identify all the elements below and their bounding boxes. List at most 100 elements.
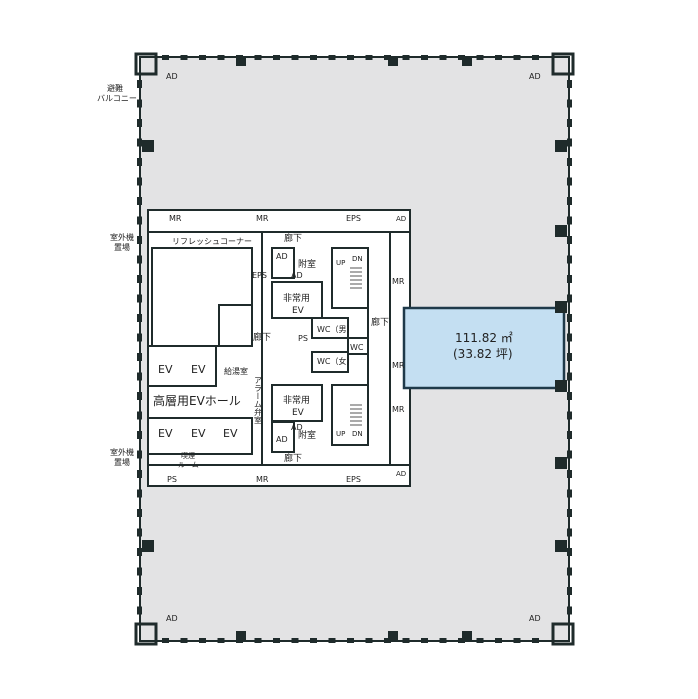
mr-bottom: MR (256, 475, 269, 484)
wall-column (439, 55, 447, 60)
ad-1: AD (276, 252, 288, 261)
wall-column (328, 55, 336, 60)
kitchen: 給湯室 (224, 366, 248, 376)
wall-column (388, 56, 398, 66)
wall-column (137, 528, 142, 537)
wall-column (567, 509, 572, 517)
wall-column (199, 55, 206, 60)
wall-column (217, 55, 225, 60)
wall-column (254, 638, 262, 643)
ps-bottom: PS (167, 475, 177, 484)
eps-bottom: EPS (346, 475, 361, 484)
wall-column (421, 55, 428, 60)
outer-wall (139, 56, 570, 642)
columns (137, 55, 572, 643)
wall-column (567, 372, 572, 381)
wall-column (567, 197, 572, 205)
wall-column (137, 275, 142, 283)
smoking-2: ルーム (178, 461, 199, 469)
wc-m: WC（男） (317, 325, 355, 334)
ad-3: AD (291, 423, 303, 432)
wc-f: WC（女） (317, 356, 355, 366)
wall-column (137, 197, 142, 205)
wall-column (137, 158, 142, 166)
wall-column (137, 587, 142, 595)
wall-column (567, 80, 572, 88)
wall-column (567, 138, 572, 147)
wall-column (254, 55, 262, 60)
wall-column (137, 606, 142, 615)
mr-top-mid: MR (256, 214, 269, 223)
corner-pillars (134, 52, 575, 646)
wall-column (137, 470, 142, 478)
wall-column (137, 138, 142, 147)
wall-column (421, 638, 428, 643)
ev-5: EV (223, 427, 238, 440)
mr-top-left: MR (169, 214, 182, 223)
ad-4: AD (276, 435, 288, 444)
wall-column (162, 638, 169, 643)
wall-column (555, 225, 567, 237)
wall-column (137, 314, 142, 322)
wall-column (567, 431, 572, 439)
wall-column (567, 255, 572, 264)
eps-top: EPS (346, 214, 361, 223)
corridor-top: 廊下 (284, 232, 302, 244)
wall-column (402, 55, 410, 60)
wall-column (137, 567, 142, 576)
wall-column (310, 638, 317, 643)
annex-bottom: 附室 (298, 429, 316, 441)
wall-column (137, 294, 142, 303)
wall-column (513, 55, 521, 60)
wall-column (137, 99, 142, 108)
wall-column (532, 638, 539, 643)
corridor-bottom: 廊下 (284, 452, 302, 464)
ev-3: EV (158, 427, 173, 440)
wall-column (567, 606, 572, 615)
wall-column (567, 158, 572, 166)
wall-column (567, 528, 572, 537)
mr-right-3: MR (392, 405, 405, 414)
wall-column (567, 450, 572, 459)
wall-column (555, 380, 567, 392)
wall-column (273, 55, 280, 60)
wall-column (137, 236, 142, 244)
wall-column (328, 638, 336, 643)
wall-column (236, 631, 246, 641)
eps-mid: EPS (252, 271, 267, 280)
wall-column (137, 392, 142, 400)
wall-column (439, 638, 447, 643)
corner-label-br: AD (529, 614, 541, 623)
wall-column (137, 548, 142, 556)
wall-column (199, 638, 206, 643)
wall-column (273, 638, 280, 643)
wall-column (137, 450, 142, 459)
wall-column (142, 140, 154, 152)
wall-column (567, 548, 572, 556)
wall-column (137, 489, 142, 498)
dn-top: DN (352, 255, 363, 263)
highlight-area (402, 306, 566, 390)
wall-column (555, 540, 567, 552)
core (147, 209, 411, 487)
wall-column (567, 177, 572, 186)
wall-column (137, 216, 142, 225)
wall-column (162, 55, 169, 60)
wall-column (567, 275, 572, 283)
wall-column (567, 587, 572, 595)
wall-column (137, 509, 142, 517)
wall-column (180, 55, 188, 60)
wall-column (142, 540, 154, 552)
wall-column (555, 140, 567, 152)
outdoor-unit-top-1: 室外機 (110, 232, 134, 242)
outdoor-unit-top-2: 置場 (114, 242, 130, 252)
corner-label-bl: AD (166, 614, 178, 623)
wall-column (567, 353, 572, 361)
ev-1: EV (158, 363, 173, 376)
wc: WC (350, 343, 364, 352)
corridor-right: 廊下 (371, 316, 389, 328)
wall-column (137, 80, 142, 88)
smoking-1: 喫煙 (181, 451, 195, 460)
area-tsubo: (33.82 坪) (453, 347, 513, 361)
refresh-corner: リフレッシュコーナー (172, 237, 252, 246)
